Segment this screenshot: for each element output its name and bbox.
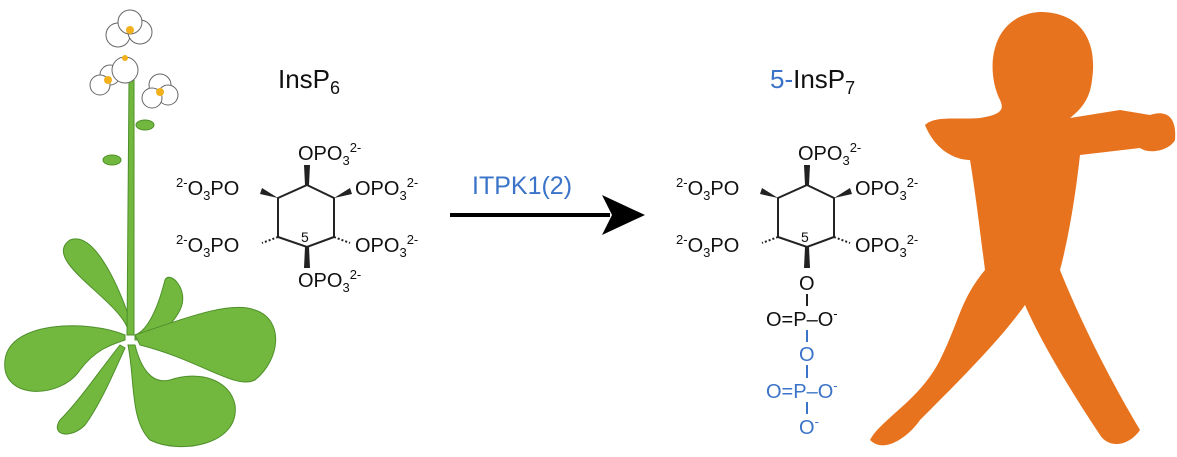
phosphate-group: OPO32-: [855, 175, 918, 203]
phosphate-group: 2-O3PO: [676, 232, 739, 260]
ring-position-label: 5: [801, 229, 809, 245]
pyrophosphate-chain: O O=P–O- O O=P–O- O-: [766, 273, 838, 439]
phosphate-group: 2-O3PO: [176, 232, 239, 260]
phosphate-group: OPO32-: [355, 175, 418, 203]
arabidopsis-plant-icon: [4, 9, 277, 447]
phosphate-group: OPO32-: [298, 267, 361, 295]
enzyme-label: ITPK1(2): [472, 172, 572, 200]
reaction-arrow-icon: [450, 195, 645, 235]
phosphate-group: 2-O3PO: [676, 175, 739, 203]
svg-text:O: O: [799, 344, 815, 366]
svg-text:O=P–O-: O=P–O-: [766, 306, 838, 331]
svg-text:O=P–O-: O=P–O-: [766, 378, 838, 403]
insp6-molecule: 5 OPO32- OPO32- OPO32- 2-O3PO 2-O3PO OPO3…: [176, 140, 418, 295]
phosphate-group: OPO32-: [298, 140, 361, 168]
phosphate-group: OPO32-: [798, 140, 861, 168]
phosphate-group: 2-O3PO: [176, 175, 239, 203]
left-title: InsP6: [278, 64, 340, 98]
right-title: 5-InsP7: [770, 64, 855, 98]
svg-text:O-: O-: [799, 414, 819, 439]
ring-position-label: 5: [301, 229, 309, 245]
phosphate-group: OPO32-: [355, 232, 418, 260]
human-figure-icon: [870, 12, 1176, 446]
phosphate-group: OPO32-: [855, 232, 918, 260]
insp7-molecule: 5 OPO32- OPO32- OPO32- 2-O3PO 2-O3PO: [676, 140, 918, 268]
svg-text:O: O: [799, 273, 815, 295]
